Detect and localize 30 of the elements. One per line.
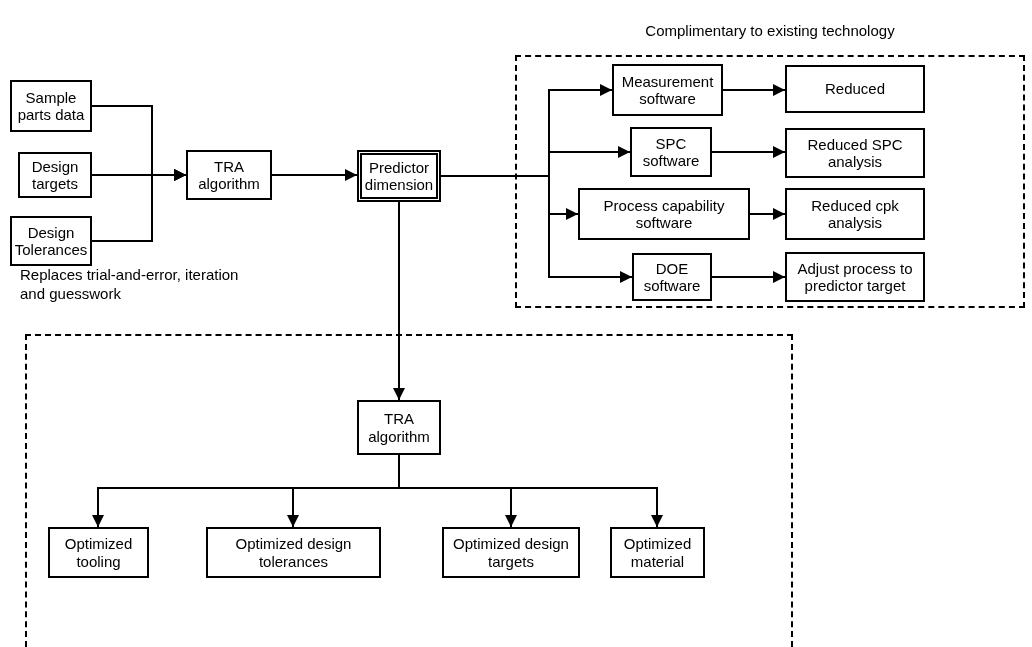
process-box: Optimized design targets (442, 527, 580, 578)
arrow (711, 146, 786, 158)
group-heading: Complimentary to existing technology (644, 22, 896, 41)
process-box: Optimized material (610, 527, 705, 578)
arrow (91, 169, 187, 242)
arrow (722, 84, 786, 96)
arrow (440, 175, 633, 283)
arrow (398, 454, 663, 528)
process-box: Sample parts data (10, 80, 92, 132)
process-box: Reduced SPC analysis (785, 128, 925, 178)
process-box: TRA algorithm (186, 150, 272, 200)
group-heading: Replaces trial-and-error, iteration and guesswork (20, 266, 240, 304)
process-box: Optimized design tolerances (206, 527, 381, 578)
process-box: Adjust process to predictor target (785, 252, 925, 302)
dashed-group (20, 266, 793, 647)
process-box: Reduced cpk analysis (785, 188, 925, 240)
arrow (393, 201, 405, 401)
process-box: TRA algorithm (357, 400, 441, 455)
process-box: SPC software (630, 127, 712, 177)
process-box: Design targets (18, 152, 92, 198)
process-box: Measurement software (612, 64, 723, 116)
arrow (749, 208, 786, 220)
process-box: DOE software (632, 253, 712, 301)
arrow (711, 271, 786, 283)
process-box: Reduced (785, 65, 925, 113)
process-box: Design Tolerances (10, 216, 92, 266)
process-box: Optimized tooling (48, 527, 149, 578)
process-box: Process capability software (578, 188, 750, 240)
double-bordered-box: Predictor dimension (357, 150, 441, 202)
arrow (271, 169, 358, 181)
